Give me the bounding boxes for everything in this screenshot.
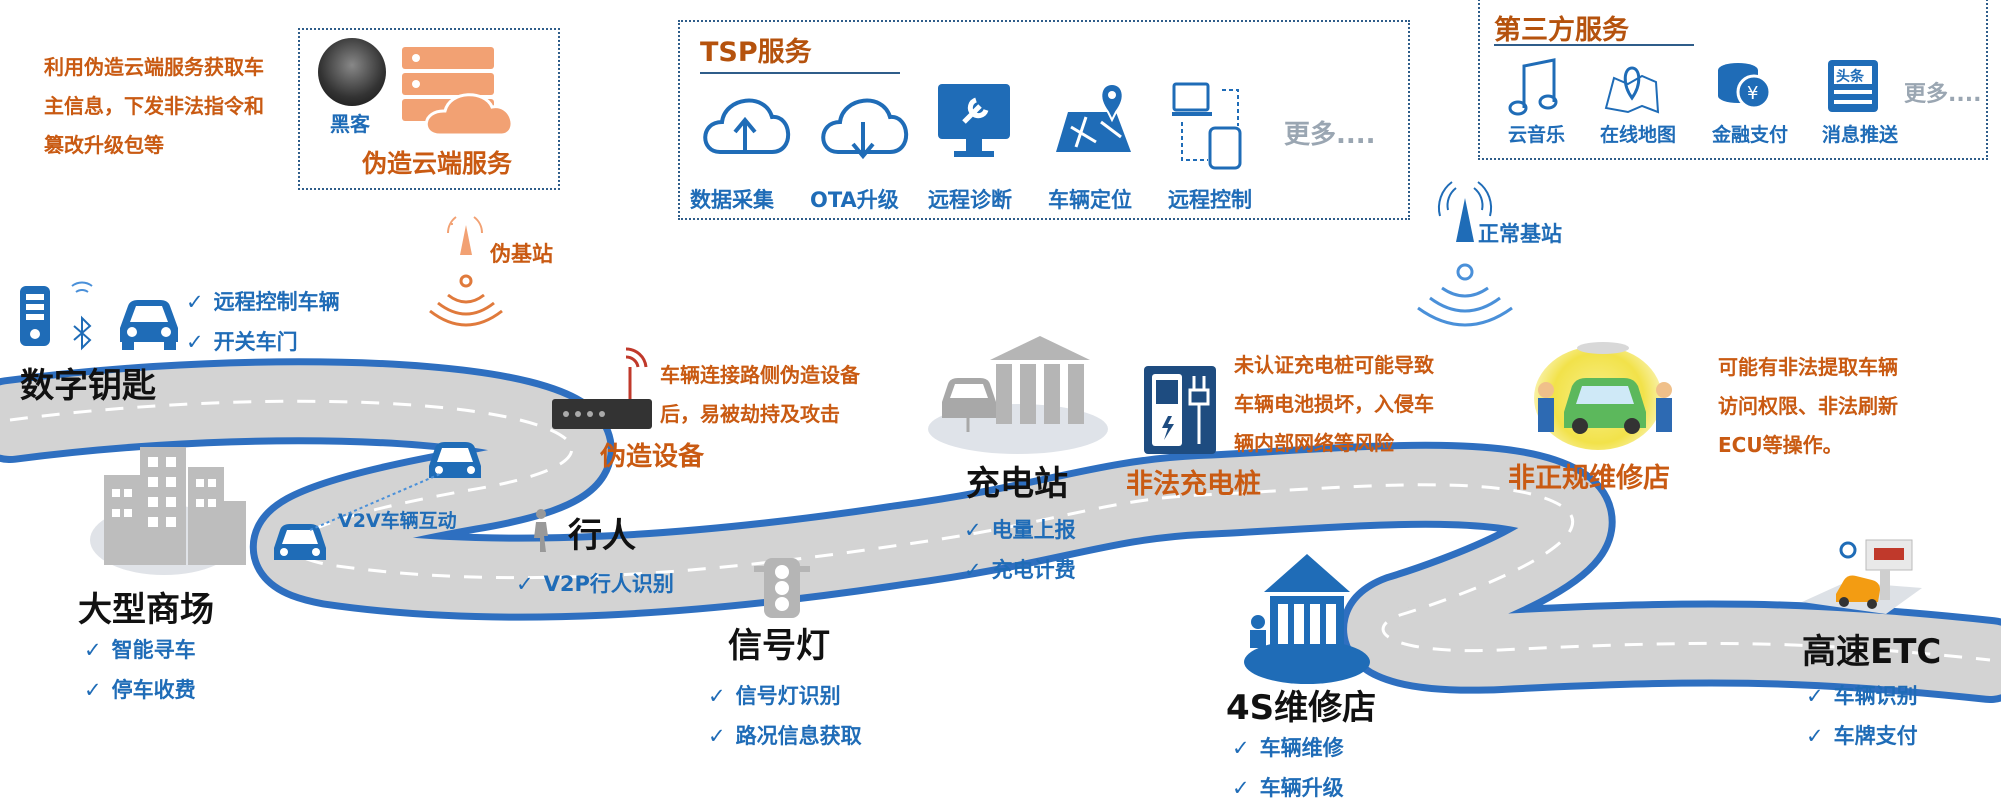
etc-check-vehicle-id: 车辆识别 xyxy=(1806,680,1918,710)
svg-text:头条: 头条 xyxy=(1836,68,1865,85)
third-party-item-music: 云音乐 xyxy=(1508,124,1566,146)
third-party-more: 更多.... xyxy=(1904,82,1982,107)
shop4s-title: 4S维修店 xyxy=(1226,688,1377,728)
fake-device-description: 车辆连接路侧伪造设备 后，易被劫持及攻击 xyxy=(660,363,860,426)
charging-check-battery-report: 电量上报 xyxy=(964,514,1076,544)
remote-diagnosis-icon xyxy=(938,84,1010,157)
online-map-icon xyxy=(1604,66,1660,114)
bluetooth-icon xyxy=(71,281,93,351)
fake-cloud-box xyxy=(298,28,560,190)
shop4s-check-upgrade: 车辆升级 xyxy=(1232,772,1344,802)
tsp-item-vehicle-location: 车辆定位 xyxy=(1048,188,1132,212)
music-icon xyxy=(1508,58,1558,116)
digital-key-check-remote-control: 远程控制车辆 xyxy=(186,286,340,316)
tsp-title-underline xyxy=(700,72,900,74)
pedestrian-check-v2p: V2P行人识别 xyxy=(516,568,674,598)
v2v-link-line xyxy=(309,473,441,531)
fake-base-station-icon xyxy=(429,216,503,327)
etc-toll-gate-icon xyxy=(1802,539,1922,614)
hacker-avatar xyxy=(318,38,386,106)
tsp-item-ota-upgrade: OTA升级 xyxy=(810,188,899,212)
etc-title: 高速ETC xyxy=(1802,632,1942,672)
mall-check-find-car: 智能寻车 xyxy=(84,634,196,664)
car-key-fob-icon xyxy=(20,286,50,346)
digital-key-title: 数字钥匙 xyxy=(20,366,156,406)
tsp-item-data-collection: 数据采集 xyxy=(690,188,774,212)
normal-base-station-icon xyxy=(1417,181,1513,327)
hacker-label: 黑客 xyxy=(330,112,370,136)
third-party-title-underline xyxy=(1494,44,1694,46)
mall-title: 大型商场 xyxy=(78,590,214,630)
third-party-box xyxy=(1478,0,1988,160)
third-party-item-map: 在线地图 xyxy=(1600,124,1677,146)
third-party-item-news: 消息推送 xyxy=(1822,124,1899,146)
third-party-title: 第三方服务 xyxy=(1494,15,1629,46)
pedestrian-title: 行人 xyxy=(568,516,636,556)
fake-server-cloud-icon xyxy=(402,47,514,137)
fake-base-station-label: 伪基站 xyxy=(490,242,553,266)
v2v-car-2-icon xyxy=(274,524,326,560)
charging-check-billing: 充电计费 xyxy=(964,554,1076,584)
tsp-title: TSP服务 xyxy=(700,37,812,68)
pedestrian-icon xyxy=(534,509,548,552)
traffic-light-check-road-info: 路况信息获取 xyxy=(708,720,862,750)
shop4s-building-icon xyxy=(1249,554,1350,648)
finance-payment-icon: ¥ xyxy=(1718,63,1772,110)
fake-cloud-label: 伪造云端服务 xyxy=(362,149,513,178)
irregular-shop-label: 非正规维修店 xyxy=(1508,463,1670,494)
third-party-item-payment: 金融支付 xyxy=(1712,124,1789,146)
etc-check-plate-payment: 车牌支付 xyxy=(1806,720,1918,750)
traffic-light-icon xyxy=(754,558,810,618)
v2v-car-1-icon xyxy=(429,442,481,478)
illegal-pile-label: 非法充电桩 xyxy=(1126,469,1261,500)
tsp-box xyxy=(678,20,1410,220)
v2v-label: V2V车辆互动 xyxy=(338,510,457,532)
svg-text:¥: ¥ xyxy=(1747,83,1758,104)
traffic-light-title: 信号灯 xyxy=(728,626,830,666)
upload-cloud-icon xyxy=(703,98,791,154)
download-cloud-icon xyxy=(821,98,909,160)
charging-station-icon xyxy=(942,336,1090,432)
tsp-item-remote-control: 远程控制 xyxy=(1168,188,1252,212)
car-icon xyxy=(120,300,178,350)
normal-base-station-label: 正常基站 xyxy=(1478,222,1562,246)
vehicle-location-icon xyxy=(1056,82,1131,152)
shop4s-check-repair: 车辆维修 xyxy=(1232,732,1344,762)
hacker-description: 利用伪造云端服务获取车 主信息，下发非法指令和 篡改升级包等 xyxy=(44,55,264,157)
news-push-icon: 头条 xyxy=(1828,60,1878,112)
traffic-light-check-recognition: 信号灯识别 xyxy=(708,680,841,710)
charging-title: 充电站 xyxy=(966,464,1068,504)
irregular-shop-illustration xyxy=(1538,342,1672,434)
digital-key-check-door: 开关车门 xyxy=(186,326,298,356)
illegal-pile-description: 未认证充电桩可能导致 车辆电池损坏，入侵车 辆内部网络等风险 xyxy=(1234,353,1434,455)
tsp-more: 更多.... xyxy=(1284,120,1376,150)
router-icon xyxy=(552,347,652,429)
mall-buildings-icon xyxy=(104,447,246,565)
tsp-item-remote-diagnosis: 远程诊断 xyxy=(928,188,1012,212)
irregular-shop-description: 可能有非法提取车辆 访问权限、非法刷新 ECU等操作。 xyxy=(1718,355,1898,457)
fake-device-label: 伪造设备 xyxy=(600,442,705,472)
charging-pile-icon xyxy=(1144,366,1216,454)
remote-control-icon xyxy=(1172,82,1242,170)
mall-check-parking-fee: 停车收费 xyxy=(84,674,196,704)
